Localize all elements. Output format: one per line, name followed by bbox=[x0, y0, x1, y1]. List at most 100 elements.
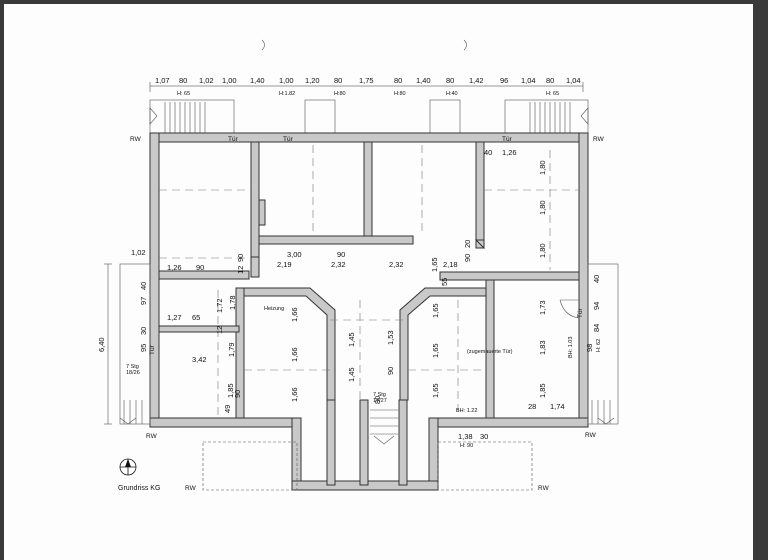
walls bbox=[149, 132, 589, 491]
dim-label: 12 bbox=[215, 326, 224, 334]
binding-mark bbox=[261, 39, 265, 51]
north-arrow-icon bbox=[119, 458, 137, 476]
rw-label: RW bbox=[538, 485, 550, 492]
dim-label: 1,27 bbox=[167, 313, 182, 322]
top-stairs bbox=[149, 99, 589, 134]
dim-label: 90 bbox=[386, 367, 395, 375]
top-height-label: H:40 bbox=[446, 91, 458, 97]
dim-label: 3,42 bbox=[192, 355, 207, 364]
dim-label: 1,65 bbox=[431, 383, 440, 398]
sill-height-label: BH: 1.22 bbox=[456, 408, 477, 414]
dim-label: 80 bbox=[373, 396, 382, 404]
top-dim-label: 1,02 bbox=[199, 76, 214, 85]
stair-label: 17/27 bbox=[373, 398, 387, 404]
dim-label: 40 bbox=[592, 275, 601, 283]
dim-label: 1,26 bbox=[502, 148, 517, 157]
dim-label: 65 bbox=[192, 313, 200, 322]
top-dim-label: 1,07 bbox=[155, 76, 170, 85]
dim-label: 3,00 bbox=[287, 250, 302, 259]
dim-label: 1,45 bbox=[347, 332, 356, 347]
dim-label: 95 bbox=[139, 344, 148, 352]
top-dim-label: 1,20 bbox=[305, 76, 320, 85]
dim-label: 98 bbox=[585, 344, 594, 352]
dim-label: 1,65 bbox=[431, 303, 440, 318]
top-dim-label: 1,40 bbox=[250, 76, 265, 85]
stair-label: 18/26 bbox=[126, 370, 140, 376]
dim-label: 1,38 bbox=[458, 432, 473, 441]
rw-label: RW bbox=[593, 136, 605, 143]
beam-lines bbox=[159, 145, 579, 415]
height-label: H: 62 bbox=[596, 339, 602, 352]
top-height-label: H: 65 bbox=[177, 91, 190, 97]
door-swing-symbol bbox=[559, 299, 580, 319]
dim-label: 94 bbox=[592, 302, 601, 310]
dim-label: 1,80 bbox=[538, 160, 547, 175]
dim-label: 20 bbox=[463, 240, 472, 248]
door-label: Tür bbox=[283, 136, 294, 143]
dim-label: 1,73 bbox=[538, 300, 547, 315]
dim-label: 84 bbox=[592, 324, 601, 332]
dim-label: 6,40 bbox=[97, 337, 106, 352]
dim-label: 1,66 bbox=[290, 307, 299, 322]
interior-dimensions: 1,02 1,26 90 1,27 65 3,42 3,00 90 2,19 2… bbox=[131, 148, 565, 441]
dim-label: 1,65 bbox=[430, 257, 439, 272]
door-label: Tür bbox=[577, 307, 584, 318]
top-dim-label: 80 bbox=[446, 76, 454, 85]
dim-label: 30 bbox=[480, 432, 488, 441]
dim-label: 1,85 bbox=[538, 383, 547, 398]
dim-label: 55 bbox=[440, 278, 449, 286]
dim-label: 1,79 bbox=[227, 342, 236, 357]
top-height-label: H:80 bbox=[334, 91, 346, 97]
dim-label: 1,83 bbox=[538, 340, 547, 355]
top-dim-label: 1,04 bbox=[521, 76, 536, 85]
door-label: Tür bbox=[502, 136, 513, 143]
dim-label: 1,65 bbox=[431, 343, 440, 358]
dim-label: 2,19 bbox=[277, 260, 292, 269]
top-height-label: H: 65 bbox=[546, 91, 559, 97]
dim-label: 1,74 bbox=[550, 402, 565, 411]
dim-label: 2,18 bbox=[443, 260, 458, 269]
top-dim-label: 1,04 bbox=[566, 76, 581, 85]
dim-label: 1,78 bbox=[228, 295, 237, 310]
rw-label: RW bbox=[185, 485, 197, 492]
dim-label: 28 bbox=[528, 402, 536, 411]
bottom-light-well bbox=[202, 409, 533, 491]
sill-height-label: BH: 1.03 bbox=[568, 337, 574, 358]
room-label-heizung: Heizung bbox=[264, 306, 284, 312]
top-dim-label: 1,00 bbox=[279, 76, 294, 85]
top-dim-label: 1,42 bbox=[469, 76, 484, 85]
door-label: Tür bbox=[228, 136, 239, 143]
side-porches bbox=[119, 263, 619, 425]
top-dim-label: 1,00 bbox=[222, 76, 237, 85]
dim-label: 90 bbox=[233, 390, 242, 398]
dim-label: 1,66 bbox=[290, 347, 299, 362]
dim-label: 1,85 bbox=[226, 383, 235, 398]
dim-label: 1,80 bbox=[538, 200, 547, 215]
top-height-label: H:80 bbox=[394, 91, 406, 97]
dim-label: 12 bbox=[236, 266, 245, 274]
dim-label: 1,66 bbox=[290, 387, 299, 402]
dim-label: 90 bbox=[196, 263, 204, 272]
dim-label: 2,32 bbox=[331, 260, 346, 269]
dim-label: 40 bbox=[484, 148, 492, 157]
left-dimension: 6,40 bbox=[97, 263, 112, 425]
top-dim-label: 80 bbox=[179, 76, 187, 85]
plan-title: Grundriss KG bbox=[118, 485, 160, 492]
dim-label: 49 bbox=[223, 405, 232, 413]
dim-label: 2,32 bbox=[389, 260, 404, 269]
door-label: Tür bbox=[149, 344, 156, 355]
room-label-walled-door: (zugemauerte Tür) bbox=[467, 349, 513, 355]
dim-label: 1,53 bbox=[386, 330, 395, 345]
dim-label: 90 bbox=[463, 254, 472, 262]
dim-label: 90 bbox=[236, 254, 245, 262]
dim-label: 1,02 bbox=[131, 248, 146, 257]
height-label: H: 90 bbox=[460, 443, 473, 449]
stair-label: 7 Stg bbox=[373, 392, 386, 398]
top-dimension-chain: 1,07 80 1,02 1,00 1,40 1,00 1,20 80 1,75… bbox=[149, 76, 584, 97]
binding-mark bbox=[463, 39, 467, 51]
dim-label: 1,72 bbox=[215, 298, 224, 313]
top-height-label: H:1.82 bbox=[279, 91, 295, 97]
top-dim-label: 80 bbox=[546, 76, 554, 85]
